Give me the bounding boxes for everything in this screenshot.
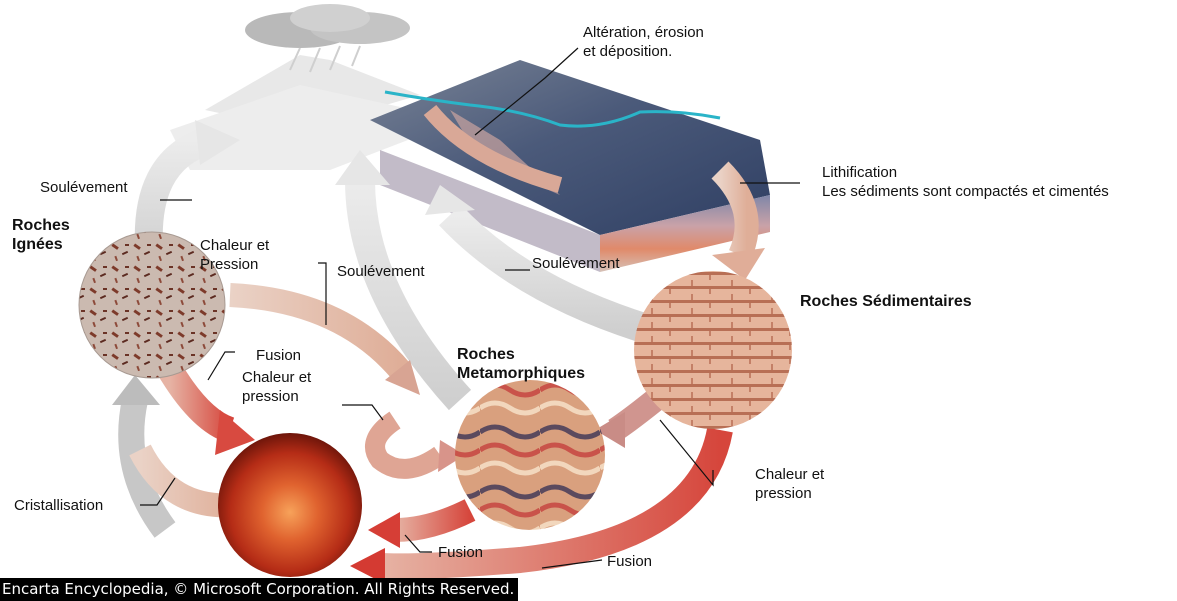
label-roches-sedimentaires: Roches Sédimentaires <box>800 292 972 311</box>
label-roches-metamorphiques: Roches Metamorphiques <box>457 345 585 383</box>
label-line: Pression <box>200 255 269 274</box>
sedimentary-rock-disc <box>634 271 792 429</box>
label-line: Altération, érosion <box>583 23 704 42</box>
landscape-block <box>370 60 770 272</box>
fusion-arrow-metamorphic <box>395 510 470 530</box>
label-fusion-bottom: Fusion <box>438 543 483 562</box>
label-line: Roches <box>12 216 70 235</box>
magma-disc <box>218 433 362 577</box>
label-line: Chaleur et <box>200 236 269 255</box>
label-chaleur-pression-top: Chaleur et Pression <box>200 236 269 274</box>
label-roches-ignees: Roches Ignées <box>12 216 70 254</box>
label-alteration-erosion: Altération, érosion et déposition. <box>583 23 704 61</box>
label-chaleur-pression-right: Chaleur et pression <box>755 465 824 503</box>
label-fusion-right: Fusion <box>607 552 652 571</box>
label-cristallisation: Cristallisation <box>14 496 103 515</box>
label-soulevement-right: Soulévement <box>532 254 620 273</box>
label-line: Roches <box>457 345 585 364</box>
label-soulevement-left: Soulévement <box>40 178 128 197</box>
label-line: Les sédiments sont compactés et cimentés <box>822 182 1109 201</box>
label-line: Chaleur et <box>242 368 311 387</box>
label-line: Lithification <box>822 163 1109 182</box>
label-lithification: Lithification Les sédiments sont compact… <box>822 163 1109 201</box>
label-line: pression <box>242 387 311 406</box>
label-line: Metamorphiques <box>457 364 585 383</box>
label-line: pression <box>755 484 824 503</box>
label-fusion-left: Fusion <box>256 346 301 365</box>
label-line: Chaleur et <box>755 465 824 484</box>
label-line: et déposition. <box>583 42 704 61</box>
label-chaleur-pression-left: Chaleur et pression <box>242 368 311 406</box>
label-line: Ignées <box>12 235 70 254</box>
metamorphic-rock-disc <box>455 380 605 530</box>
label-soulevement-mid: Soulévement <box>337 262 425 281</box>
copyright-credit: Encarta Encyclopedia, © Microsoft Corpor… <box>0 578 518 601</box>
heat-pressure-arrow-loop <box>375 420 440 469</box>
